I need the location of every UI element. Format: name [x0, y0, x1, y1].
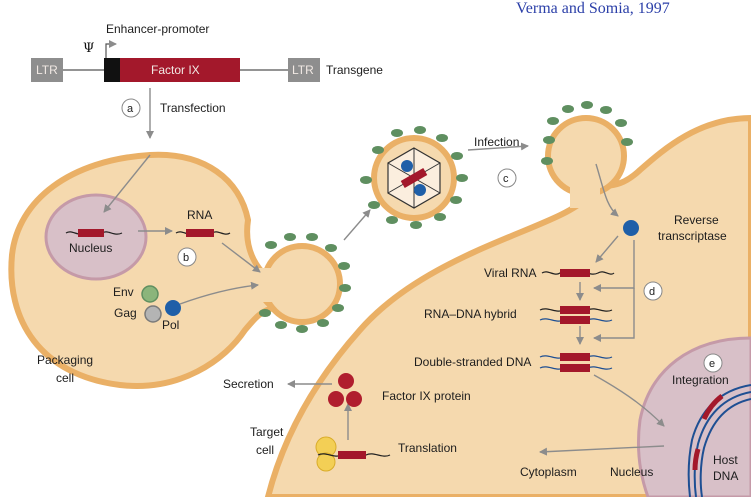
translation-label: Translation [398, 441, 457, 455]
step-b-label: b [183, 252, 189, 264]
step-a-label: a [127, 103, 134, 115]
target-nucleus-label: Nucleus [610, 465, 653, 479]
cytoplasm-rna-strand [175, 229, 231, 237]
target-cell [264, 114, 751, 497]
ltr-left-box [31, 58, 63, 82]
env-label: Env [113, 285, 134, 299]
hybrid-strands [539, 306, 613, 324]
flow-arrows [103, 88, 665, 456]
step-d-label: d [649, 286, 655, 298]
packaging-cell [8, 151, 343, 389]
host-label-2: DNA [713, 469, 738, 483]
factor-ix-gene [120, 58, 240, 82]
mrna-strand [317, 451, 391, 459]
packaging-cell-label-2: cell [56, 371, 74, 385]
viral-rna-label: Viral RNA [484, 266, 536, 280]
free-virion-knobs [360, 126, 468, 229]
step-badges [121, 98, 723, 373]
promoter-arrow [105, 40, 117, 58]
viral-rna-strand [541, 269, 615, 277]
budding-virion-knobs [259, 233, 351, 333]
transfection-label: Transfection [160, 101, 226, 115]
psi-symbol: Ψ [83, 41, 94, 56]
free-virion [371, 135, 457, 221]
ltr-right-label: LTR [292, 63, 314, 77]
step-e-badge [703, 353, 723, 373]
step-c-badge [497, 168, 517, 188]
ribosome [315, 436, 337, 472]
host-dna [687, 384, 751, 497]
hybrid-label: RNA–DNA hybrid [424, 307, 517, 321]
target-cell-label-1: Target [250, 425, 284, 439]
step-a-badge [121, 98, 141, 118]
promoter-box [104, 58, 120, 82]
entering-virion-knobs [541, 101, 633, 165]
dsdna-strands [539, 353, 613, 372]
dsdna-label: Double-stranded DNA [414, 355, 531, 369]
cytoplasm-label: Cytoplasm [520, 465, 577, 479]
reverse-label-1: Reverse [674, 213, 719, 227]
factor-ix-proteins [328, 373, 362, 407]
reverse-label-2: transcriptase [658, 229, 727, 243]
rna-label: RNA [187, 208, 212, 222]
vector-construct [31, 40, 320, 82]
packaging-nucleus-label: Nucleus [69, 241, 112, 255]
entering-virion [545, 115, 627, 208]
pol-label: Pol [162, 318, 179, 332]
step-b-badge [177, 247, 197, 267]
infection-label: Infection [474, 135, 519, 149]
integration-label: Integration [672, 373, 729, 387]
pol-protein [165, 300, 181, 316]
transgene-label: Transgene [326, 63, 383, 77]
step-e-label: e [709, 358, 715, 370]
secretion-label: Secretion [223, 377, 274, 391]
step-d-badge [643, 281, 663, 301]
gag-label: Gag [114, 306, 137, 320]
nucleus-rna-strand [65, 229, 123, 237]
ltr-right-box [288, 58, 320, 82]
host-label-1: Host [713, 453, 738, 467]
ltr-left-label: LTR [36, 63, 58, 77]
promoter-label: Enhancer-promoter [106, 22, 209, 36]
step-c-label: c [503, 173, 509, 185]
gag-protein [144, 305, 162, 323]
target-nucleus [636, 336, 751, 497]
target-cell-label-2: cell [256, 443, 274, 457]
env-protein [141, 285, 159, 303]
packaging-cell-label-1: Packaging [37, 353, 93, 367]
factor-ix-label: Factor IX [151, 63, 200, 77]
factor-protein-label: Factor IX protein [382, 389, 471, 403]
reverse-transcriptase [623, 220, 639, 236]
citation: Verma and Somia, 1997 [516, 0, 670, 17]
